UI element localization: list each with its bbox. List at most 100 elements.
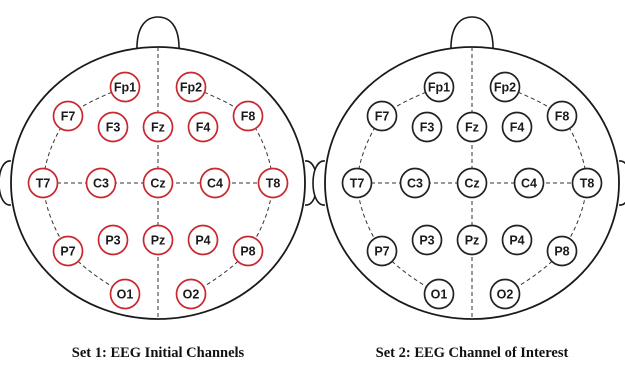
electrode-label: F3	[106, 121, 121, 135]
electrode-o1: O1	[109, 278, 141, 310]
electrode-circle	[52, 235, 84, 267]
electrode-circle	[199, 167, 231, 199]
electrode-p7: P7	[52, 235, 84, 267]
electrode-circle	[142, 167, 174, 199]
electrode-label: F7	[61, 110, 76, 124]
electrode-circle	[232, 235, 264, 267]
electrode-circle	[366, 235, 398, 267]
electrode-label: P3	[419, 234, 434, 248]
electrode-circle	[175, 71, 207, 103]
electrode-circle	[85, 167, 117, 199]
electrode-label: Pz	[151, 234, 166, 248]
electrode-cz: Cz	[456, 167, 488, 199]
electrode-p3: P3	[411, 224, 443, 256]
electrode-label: C3	[93, 177, 109, 191]
electrode-t8: T8	[571, 167, 603, 199]
electrode-fz: Fz	[456, 111, 488, 143]
electrode-circle	[97, 111, 129, 143]
electrode-label: C4	[521, 177, 537, 191]
electrode-pz: Pz	[142, 224, 174, 256]
electrode-circle	[52, 100, 84, 132]
electrode-label: F4	[196, 121, 211, 135]
electrode-label: O1	[431, 288, 448, 302]
electrode-circle	[341, 167, 373, 199]
electrode-f4: F4	[187, 111, 219, 143]
electrode-f3: F3	[97, 111, 129, 143]
electrode-circle	[501, 224, 533, 256]
electrode-c3: C3	[399, 167, 431, 199]
electrode-label: Cz	[464, 177, 479, 191]
electrode-circle	[187, 111, 219, 143]
electrode-circle	[456, 167, 488, 199]
electrode-label: O1	[117, 288, 134, 302]
electrode-label: F7	[375, 110, 390, 124]
electrode-p8: P8	[232, 235, 264, 267]
electrode-label: C3	[407, 177, 423, 191]
electrode-circle	[27, 167, 59, 199]
electrode-circle	[571, 167, 603, 199]
nose-outline	[450, 16, 494, 53]
electrode-label: Fp2	[494, 81, 516, 95]
electrode-f3: F3	[411, 111, 443, 143]
electrode-label: Fz	[465, 121, 479, 135]
electrode-circle	[546, 100, 578, 132]
electrode-label: P7	[374, 245, 389, 259]
electrode-circle	[366, 100, 398, 132]
electrode-f4: F4	[501, 111, 533, 143]
electrode-f8: F8	[232, 100, 264, 132]
nose-outline	[136, 16, 180, 53]
electrode-label: Fz	[151, 121, 165, 135]
electrode-fp1: Fp1	[423, 71, 455, 103]
electrode-label: P7	[60, 245, 75, 259]
electrode-circle	[411, 111, 443, 143]
left-ear-outline	[312, 160, 326, 206]
left-ear-outline	[0, 160, 12, 206]
electrode-label: O2	[183, 288, 200, 302]
electrode-c3: C3	[85, 167, 117, 199]
panel-caption: Set 2: EEG Channel of Interest	[376, 345, 569, 361]
electrode-label: Fp1	[428, 81, 450, 95]
electrode-circle	[142, 224, 174, 256]
electrode-label: T7	[36, 177, 51, 191]
electrode-label: Cz	[150, 177, 165, 191]
electrode-label: Fp1	[114, 81, 136, 95]
electrode-label: T8	[266, 177, 281, 191]
electrode-o1: O1	[423, 278, 455, 310]
electrode-circle	[423, 71, 455, 103]
electrode-fp2: Fp2	[175, 71, 207, 103]
electrode-label: T8	[580, 177, 595, 191]
panel-caption: Set 1: EEG Initial Channels	[72, 345, 245, 361]
electrode-fp1: Fp1	[109, 71, 141, 103]
electrode-label: F8	[555, 110, 570, 124]
electrode-cz: Cz	[142, 167, 174, 199]
electrode-label: P8	[240, 245, 255, 259]
electrode-circle	[489, 71, 521, 103]
electrode-circle	[187, 224, 219, 256]
electrode-t7: T7	[27, 167, 59, 199]
electrode-p4: P4	[187, 224, 219, 256]
electrode-label: C4	[207, 177, 223, 191]
electrode-fp2: Fp2	[489, 71, 521, 103]
electrode-pz: Pz	[456, 224, 488, 256]
electrode-circle	[456, 111, 488, 143]
electrode-label: O2	[497, 288, 514, 302]
electrode-p8: P8	[546, 235, 578, 267]
electrode-circle	[257, 167, 289, 199]
electrode-circle	[175, 278, 207, 310]
electrode-circle	[97, 224, 129, 256]
electrode-circle	[489, 278, 521, 310]
electrode-fz: Fz	[142, 111, 174, 143]
electrode-label: P4	[195, 234, 210, 248]
electrode-f7: F7	[366, 100, 398, 132]
electrode-t7: T7	[341, 167, 373, 199]
electrode-label: F4	[510, 121, 525, 135]
electrode-circle	[423, 278, 455, 310]
electrode-f7: F7	[52, 100, 84, 132]
electrode-circle	[501, 111, 533, 143]
electrode-label: T7	[350, 177, 365, 191]
electrode-circle	[109, 278, 141, 310]
electrode-c4: C4	[199, 167, 231, 199]
electrode-label: P4	[509, 234, 524, 248]
